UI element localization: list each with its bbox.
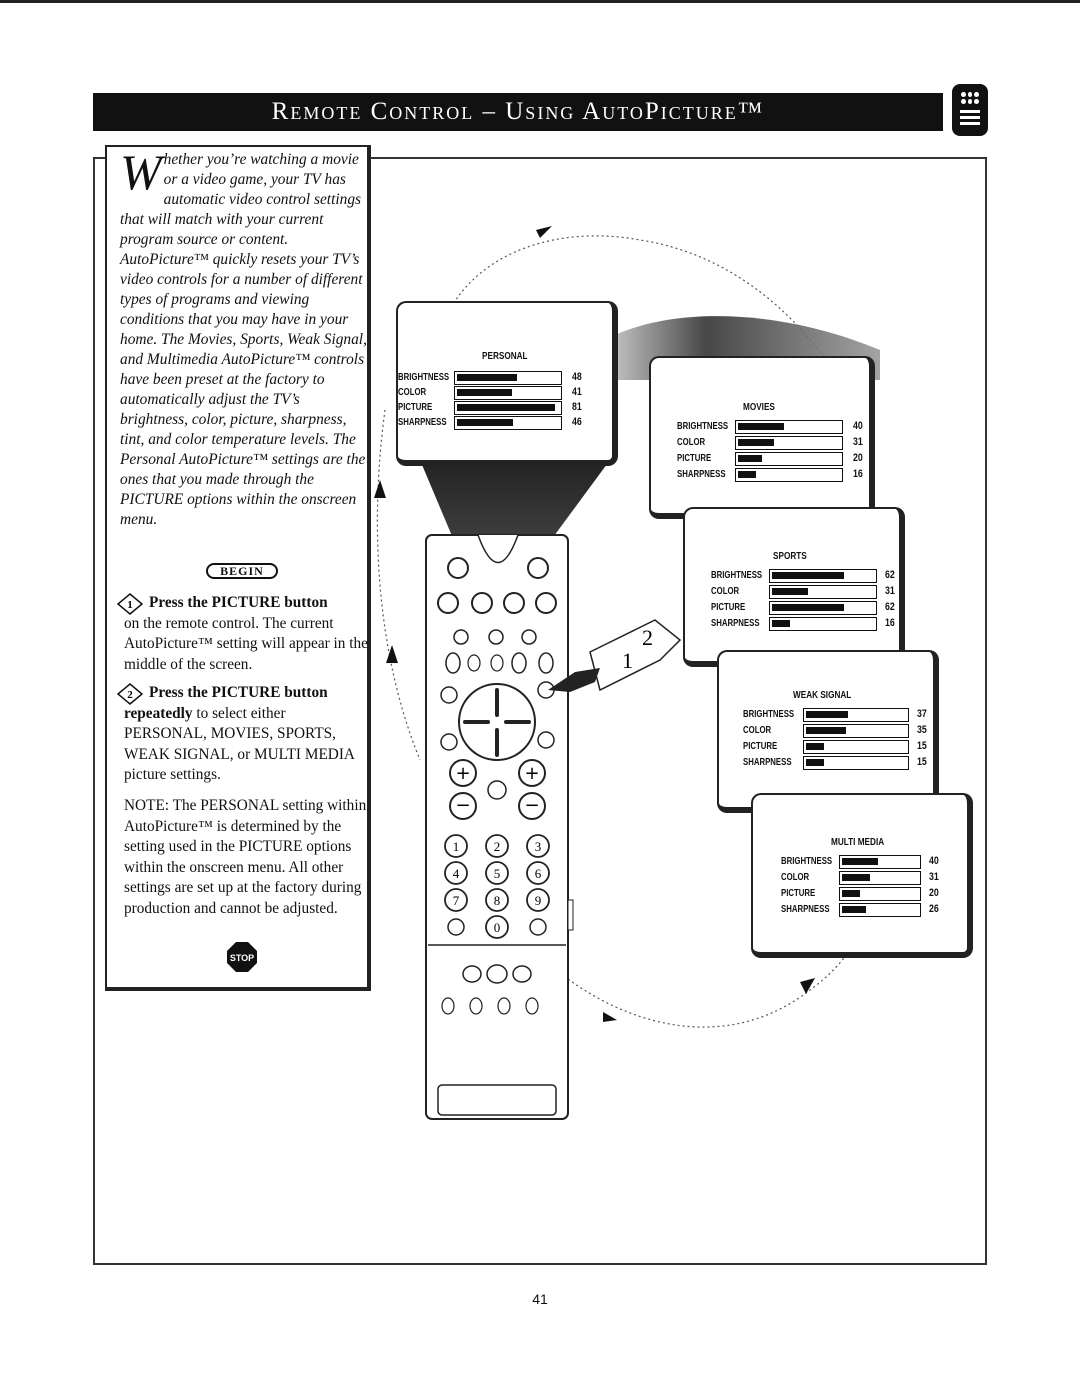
intro-dropcap: W (120, 144, 162, 200)
screen-multi-media-row-sharpness: SHARPNESS 26 (781, 903, 939, 917)
svg-text:5: 5 (494, 866, 501, 881)
screen-weak-signal-row-picture: PICTURE 15 (743, 740, 927, 754)
screen-multi-media: MULTI MEDIA BRIGHTNESS 40 COLOR 31 PICTU… (751, 793, 973, 958)
screen-sports-title: SPORTS (773, 551, 807, 562)
step-1: Press the PICTURE button on the remote c… (124, 593, 369, 675)
screen-movies-row-brightness: BRIGHTNESS 40 (677, 420, 863, 434)
svg-text:2: 2 (494, 839, 501, 854)
svg-text:9: 9 (535, 893, 542, 908)
step-2-diamond-icon: 2 (116, 682, 144, 706)
begin-badge: BEGIN (206, 563, 278, 579)
note: NOTE: The PERSONAL setting within AutoPi… (124, 796, 369, 919)
svg-text:8: 8 (494, 893, 501, 908)
screen-movies-title: MOVIES (743, 402, 775, 413)
step-2-heading: Press the PICTURE button (149, 684, 328, 701)
content-frame (93, 157, 987, 1265)
screen-multi-media-row-picture: PICTURE 20 (781, 887, 939, 901)
svg-text:−: − (455, 795, 470, 816)
svg-text:STOP: STOP (230, 953, 254, 963)
remote-tab-icon (952, 84, 988, 136)
page-title: Remote Control – Using AutoPicture™ (93, 93, 943, 131)
screen-personal-row-brightness: BRIGHTNESS 48 (398, 371, 582, 385)
screen-personal: PERSONAL BRIGHTNESS 48 COLOR 41 PICTURE … (396, 301, 618, 466)
svg-text:6: 6 (535, 866, 542, 881)
remote-number-keys: 1 2 3 4 5 6 7 8 9 0 (444, 834, 550, 939)
step-2: Press the PICTURE button repeatedly to s… (124, 683, 369, 786)
screen-personal-row-color: COLOR 41 (398, 386, 582, 400)
step-1-diamond-icon: 1 (116, 592, 144, 616)
svg-text:1: 1 (127, 599, 133, 611)
screen-weak-signal-title: WEAK SIGNAL (793, 690, 852, 701)
svg-text:2: 2 (127, 689, 133, 701)
svg-text:+: + (455, 763, 470, 784)
svg-text:1: 1 (622, 648, 633, 673)
screen-sports: SPORTS BRIGHTNESS 62 COLOR 31 PICTURE 62… (683, 507, 905, 667)
screen-multi-media-row-color: COLOR 31 (781, 871, 939, 885)
screen-movies-row-sharpness: SHARPNESS 16 (677, 468, 863, 482)
screen-sports-row-picture: PICTURE 62 (711, 601, 895, 615)
page-number: 41 (532, 1291, 548, 1307)
svg-text:4: 4 (453, 866, 460, 881)
top-rule (0, 0, 1080, 3)
svg-text:1: 1 (453, 839, 460, 854)
screen-multi-media-title: MULTI MEDIA (831, 837, 885, 848)
screen-sports-row-sharpness: SHARPNESS 16 (711, 617, 895, 631)
step-2-heading-cont: repeatedly (124, 704, 193, 722)
screen-weak-signal-row-color: COLOR 35 (743, 724, 927, 738)
screen-movies-row-color: COLOR 31 (677, 436, 863, 450)
screen-movies-row-picture: PICTURE 20 (677, 452, 863, 466)
screen-sports-row-brightness: BRIGHTNESS 62 (711, 569, 895, 583)
stop-icon: STOP (226, 941, 258, 973)
screen-personal-row-sharpness: SHARPNESS 46 (398, 416, 582, 430)
svg-text:+: + (524, 763, 539, 784)
step-2-text: to select either PERSONAL, MOVIES, SPORT… (124, 704, 355, 784)
svg-text:0: 0 (494, 920, 501, 935)
screen-weak-signal-row-brightness: BRIGHTNESS 37 (743, 708, 927, 722)
note-text: The PERSONAL setting within AutoPicture™… (124, 797, 367, 917)
svg-text:3: 3 (535, 839, 542, 854)
screen-weak-signal: WEAK SIGNAL BRIGHTNESS 37 COLOR 35 PICTU… (717, 650, 939, 813)
screen-sports-row-color: COLOR 31 (711, 585, 895, 599)
instructions-panel (105, 145, 371, 991)
svg-text:7: 7 (453, 893, 460, 908)
screen-personal-row-picture: PICTURE 81 (398, 401, 582, 415)
screen-multi-media-row-brightness: BRIGHTNESS 40 (781, 855, 939, 869)
note-label: NOTE: (124, 797, 170, 814)
svg-text:−: − (524, 795, 539, 816)
screen-movies: MOVIES BRIGHTNESS 40 COLOR 31 PICTURE 20… (649, 356, 875, 519)
svg-text:2: 2 (642, 625, 653, 650)
step-1-text: on the remote control. The current AutoP… (124, 614, 368, 673)
screen-weak-signal-row-sharpness: SHARPNESS 15 (743, 756, 927, 770)
screen-personal-title: PERSONAL (482, 351, 528, 362)
step-1-heading: Press the PICTURE button (149, 594, 328, 611)
intro-text: hether you’re watching a movie or a vide… (120, 151, 367, 528)
